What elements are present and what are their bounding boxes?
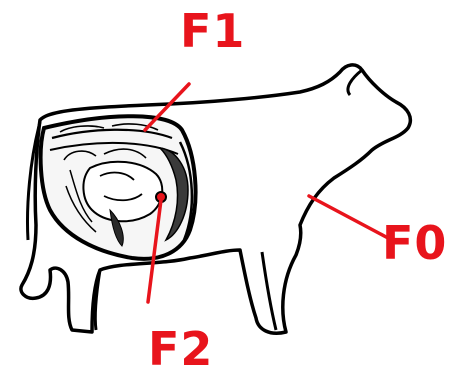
ear bbox=[348, 70, 362, 95]
label-f0: F0 bbox=[382, 220, 447, 266]
label-f1: F1 bbox=[180, 8, 245, 54]
uterus-cutaway bbox=[41, 116, 196, 259]
label-f2: F2 bbox=[148, 326, 213, 372]
f0-leader-line bbox=[309, 196, 388, 238]
fore-leg-line bbox=[262, 252, 276, 330]
